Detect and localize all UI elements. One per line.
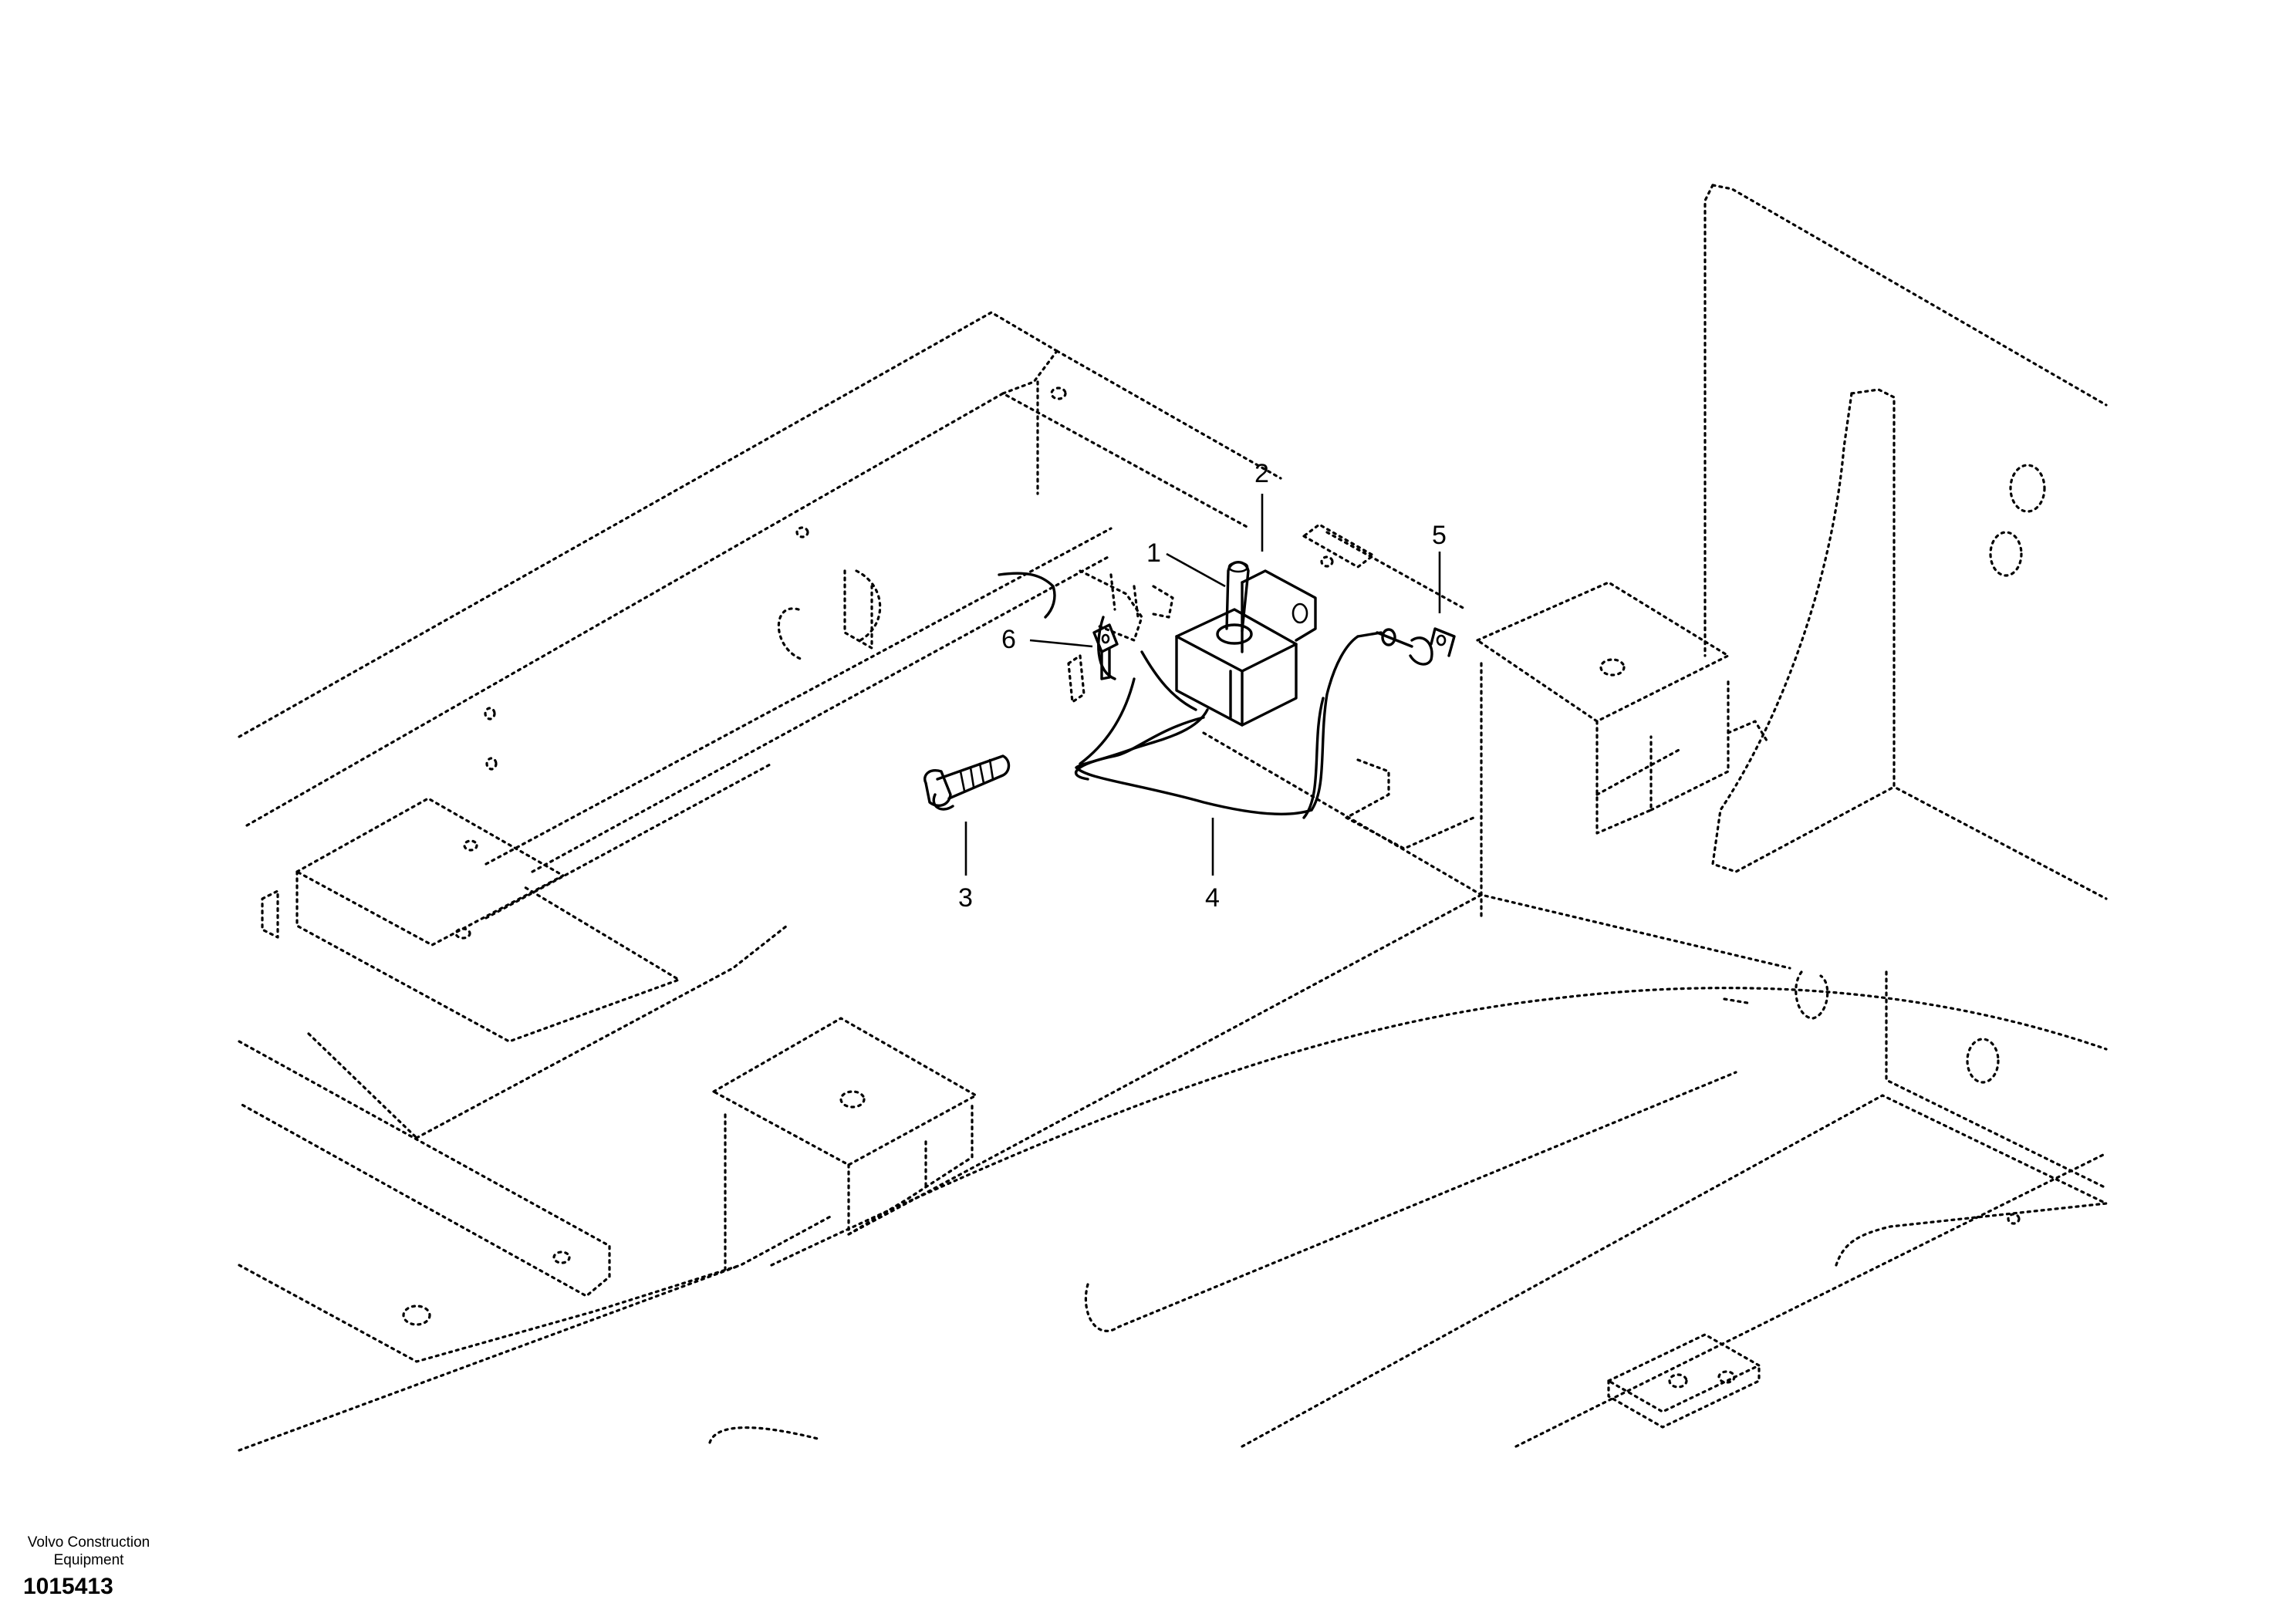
part-5-terminal bbox=[1376, 627, 1456, 666]
callout-5: 5 bbox=[1432, 521, 1447, 613]
brand-caption: Volvo Construction Equipment bbox=[27, 1534, 150, 1568]
svg-text:1: 1 bbox=[1146, 538, 1161, 568]
frame-bolt-holes bbox=[402, 386, 2046, 1389]
part-1-toggle-switch bbox=[1175, 561, 1298, 727]
svg-text:4: 4 bbox=[1205, 883, 1220, 913]
callout-4: 4 bbox=[1205, 818, 1220, 913]
svg-text:5: 5 bbox=[1432, 521, 1447, 550]
callout-3: 3 bbox=[958, 822, 973, 913]
drawing-number: 1015413 bbox=[23, 1574, 113, 1599]
hose-coupling bbox=[998, 569, 1174, 642]
machine-frame-outline bbox=[238, 184, 2108, 1452]
callout-1: 1 bbox=[1146, 538, 1226, 588]
callout-6: 6 bbox=[1001, 625, 1093, 654]
callout-2: 2 bbox=[1254, 459, 1269, 552]
svg-text:2: 2 bbox=[1254, 459, 1269, 488]
part-2-bracket bbox=[1241, 569, 1317, 653]
part-6-clip bbox=[1067, 623, 1119, 704]
part-3-bolt bbox=[923, 754, 1011, 811]
svg-text:6: 6 bbox=[1001, 625, 1016, 654]
svg-text:3: 3 bbox=[958, 883, 973, 913]
part-4-wire-harness bbox=[1074, 616, 1383, 819]
